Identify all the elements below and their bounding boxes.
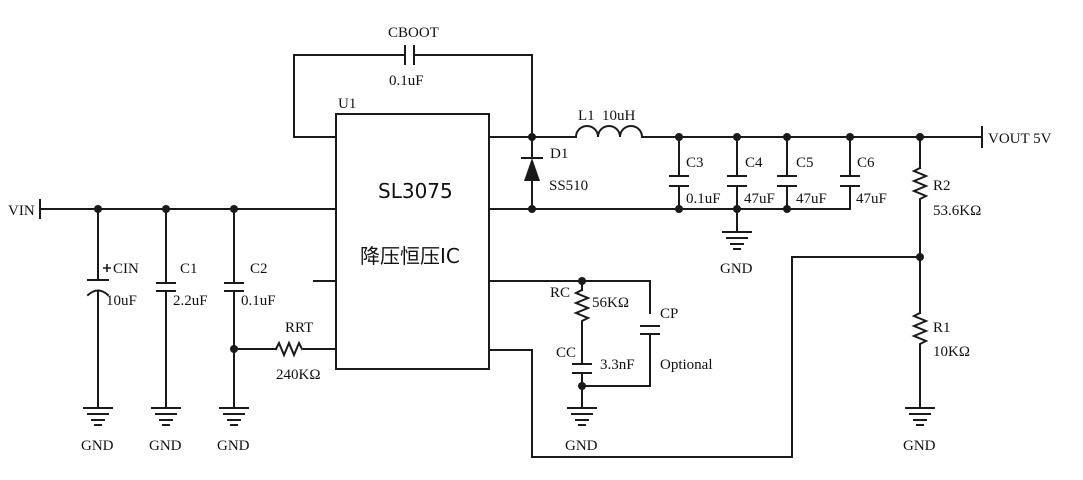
c6-value: 47uF [856, 191, 887, 207]
wires [39, 54, 983, 458]
capacitor-cboot [404, 45, 415, 65]
cboot-ref: CBOOT [388, 25, 439, 41]
d1-value: SS510 [549, 178, 588, 194]
gnd-label-comp: GND [565, 438, 598, 454]
c6-ref: C6 [857, 155, 875, 171]
cin-value: 10uF [106, 293, 137, 309]
cp-value: Optional [660, 357, 713, 373]
cboot-value: 0.1uF [389, 73, 424, 89]
ic-body [335, 113, 490, 370]
gnd-label-c1: GND [149, 438, 182, 454]
junctions [94, 133, 924, 390]
d1-ref: D1 [550, 146, 568, 162]
resistor-r1 [911, 311, 929, 351]
rc-ref: RC [550, 285, 570, 301]
c2-value: 0.1uF [241, 293, 276, 309]
capacitor-c4 [727, 175, 747, 187]
ic-description: 降压恒压IC [360, 244, 460, 268]
gnd-label-output: GND [720, 261, 753, 277]
resistor-rrt [274, 340, 304, 358]
capacitor-c1 [156, 282, 176, 292]
resistor-r2 [911, 166, 929, 206]
ic-ref-label: U1 [338, 96, 356, 112]
c3-ref: C3 [686, 155, 704, 171]
diode-d1 [521, 157, 543, 181]
ic-part-name: SL3075 [378, 179, 453, 203]
vin-label: VIN [8, 203, 35, 219]
capacitor-c3 [669, 175, 689, 187]
capacitor-c2 [224, 282, 244, 292]
capacitor-c6 [840, 175, 860, 187]
capacitor-c5 [777, 175, 797, 187]
inductor-l1 [574, 125, 644, 139]
resistor-rc [573, 288, 591, 326]
gnd-label-cin: GND [81, 438, 114, 454]
c1-ref: C1 [180, 261, 198, 277]
r1-value: 10KΩ [933, 344, 970, 360]
gnd-label-r1: GND [903, 438, 936, 454]
cc-value: 3.3nF [600, 357, 635, 373]
rc-value: 56KΩ [592, 295, 629, 311]
c4-ref: C4 [745, 155, 763, 171]
gnd-label-c2: GND [217, 438, 250, 454]
c3-value: 0.1uF [686, 191, 721, 207]
r1-ref: R1 [933, 320, 951, 336]
rrt-ref: RRT [285, 320, 313, 336]
capacitor-cp [640, 325, 660, 335]
cc-ref: CC [556, 345, 576, 361]
c4-value: 47uF [744, 191, 775, 207]
ground-symbols [83, 231, 935, 426]
r2-value: 53.6KΩ [933, 203, 981, 219]
cp-ref: CP [660, 306, 678, 322]
capacitor-cin [86, 264, 111, 297]
vout-label: VOUT 5V [988, 131, 1052, 147]
c2-ref: C2 [250, 261, 268, 277]
l1-value: 10uH [602, 108, 636, 124]
l1-ref: L1 [578, 108, 595, 124]
c5-ref: C5 [796, 155, 814, 171]
rrt-value: 240KΩ [276, 367, 320, 383]
r2-ref: R2 [933, 178, 951, 194]
capacitor-cc [572, 363, 592, 374]
c5-value: 47uF [796, 191, 827, 207]
c1-value: 2.2uF [173, 293, 208, 309]
cin-ref: CIN [113, 261, 139, 277]
